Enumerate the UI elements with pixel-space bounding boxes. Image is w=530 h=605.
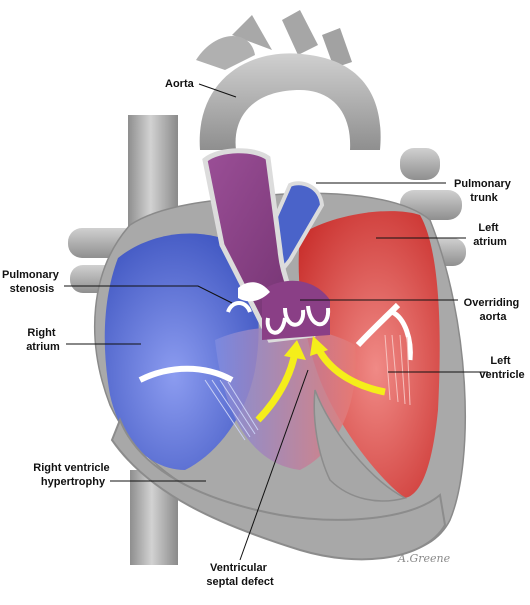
hypertrophied-ventricular-wall (110, 389, 447, 561)
arrowhead-right (284, 340, 306, 360)
label-overriding-aorta: Overriding aorta (464, 297, 523, 323)
label-aorta: Aorta (165, 78, 195, 90)
chordae-tendineae (204, 379, 259, 441)
label-left-atrium: Left atrium (473, 222, 507, 248)
left-chordae-tendineae (384, 334, 411, 406)
valve-leaflets (138, 302, 413, 383)
label-pulmonary-trunk: Pulmonary trunk (454, 178, 514, 204)
label-ventricular-septal-defect: Ventricular septal defect (206, 562, 274, 588)
right-heart-chambers (104, 233, 259, 470)
artist-signature: A.Greene (397, 552, 451, 565)
label-pulmonary-stenosis: Pulmonary stenosis (2, 269, 62, 295)
label-right-ventricle-hypertrophy: Right ventricle hypertrophy (33, 462, 112, 488)
flow-arrows (255, 336, 386, 423)
label-left-ventricle: Left ventricle (479, 355, 524, 381)
arrowhead-left (310, 336, 328, 356)
labels: Aorta Pulmonary trunk Left atrium Pulmon… (2, 78, 525, 588)
leader-lines (64, 83, 488, 561)
pulmonary-valve-stenosis (226, 282, 270, 313)
left-to-aorta-flow-arrow (314, 346, 386, 396)
aortic-arch (196, 10, 381, 150)
label-right-atrium: Right atrium (26, 327, 60, 353)
left-heart-chambers (298, 211, 440, 498)
overriding-aorta-root (262, 280, 331, 340)
svg-text:A.Greene: A.Greene (397, 552, 451, 565)
